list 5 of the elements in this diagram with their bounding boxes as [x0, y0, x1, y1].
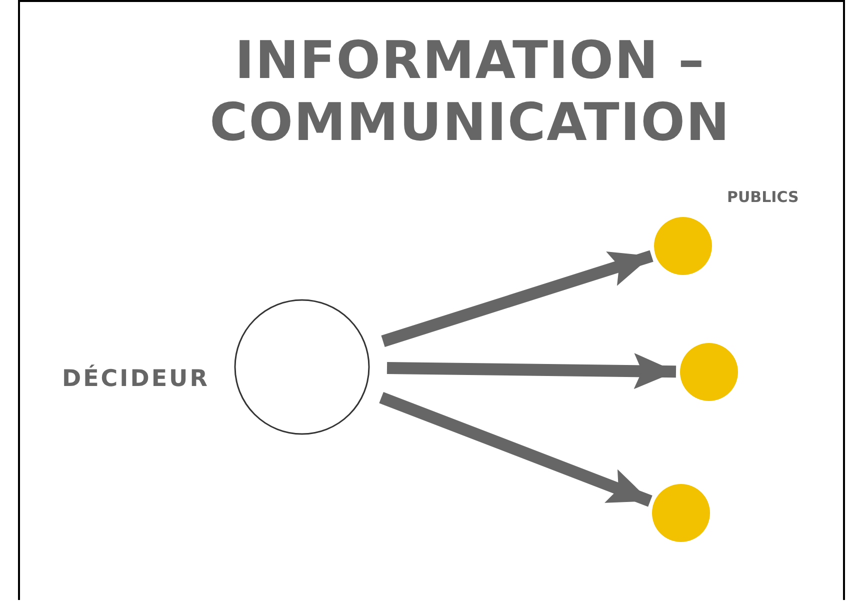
title: INFORMATION – COMMUNICATION — [208, 30, 732, 154]
arrow — [379, 392, 652, 507]
group-label: PUBLICS — [727, 188, 799, 206]
node-caption: DÉCIDEUR — [62, 366, 210, 392]
arrow — [381, 250, 654, 347]
